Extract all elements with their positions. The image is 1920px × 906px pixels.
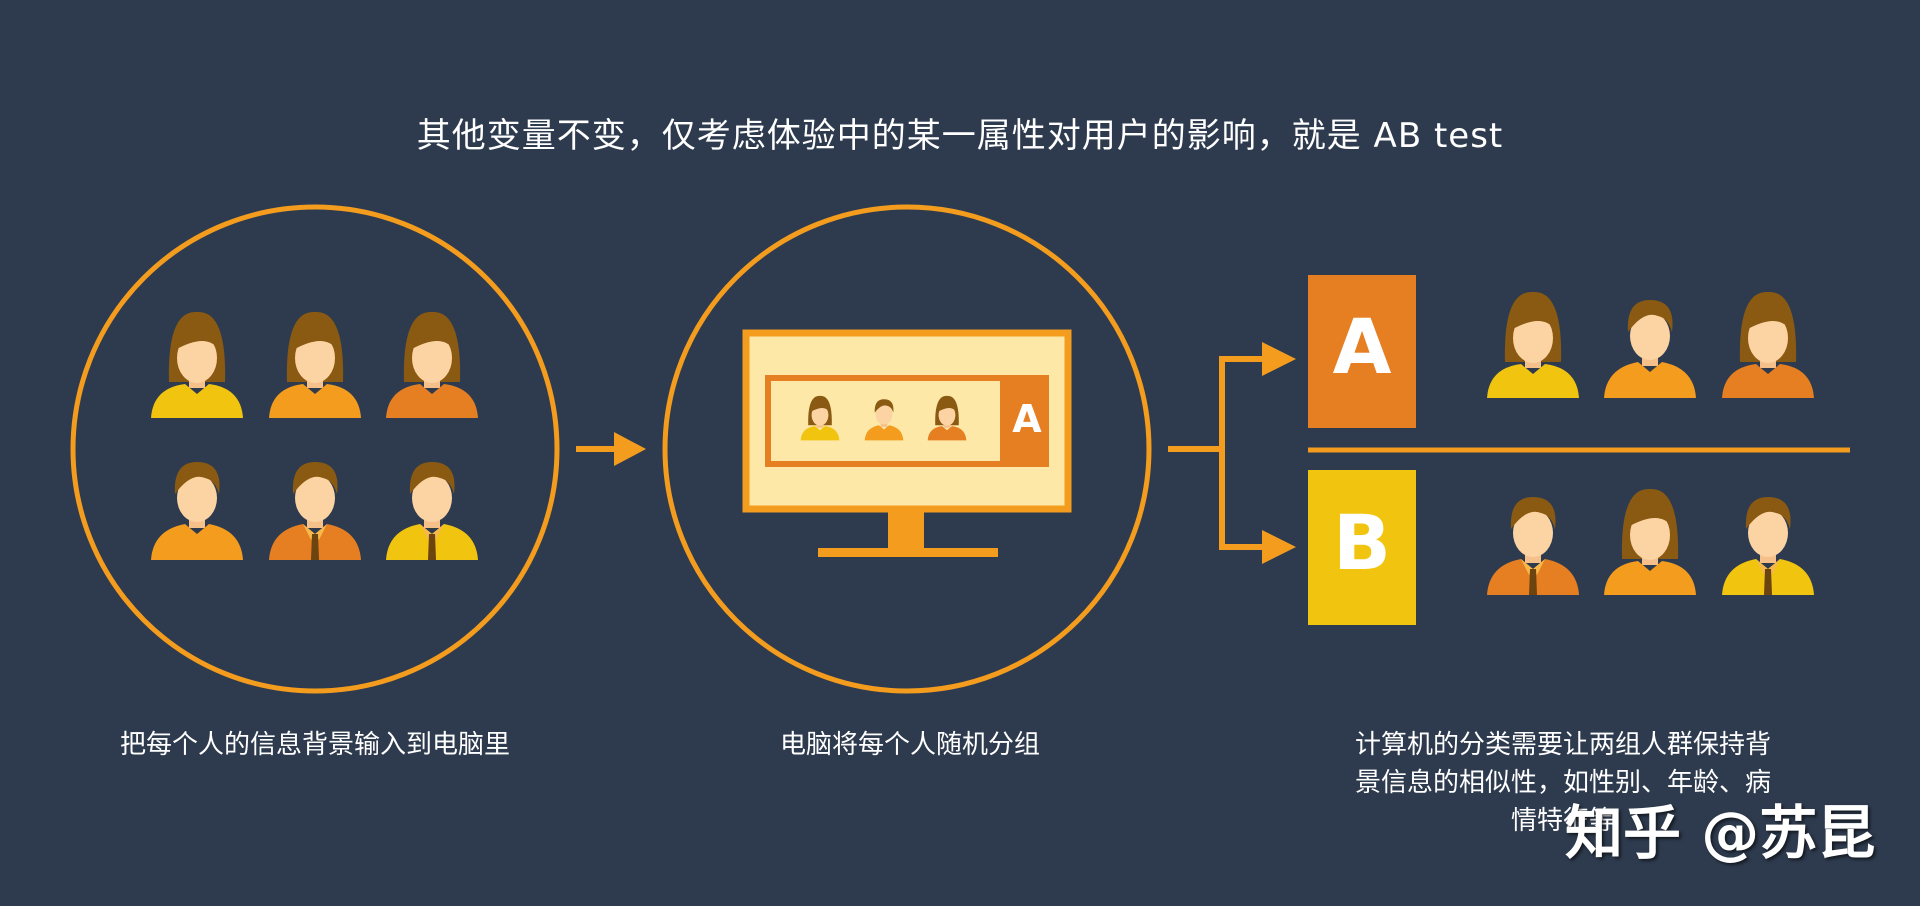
female-user-icon [269,311,361,418]
male-user-icon [1487,497,1579,595]
step-3-caption-line: 计算机的分类需要让两组人群保持背 [1354,730,1771,760]
male-user-icon [1604,300,1696,398]
monitor-icon [742,329,1072,557]
step-1-caption: 把每个人的信息背景输入到电脑里 [119,730,510,760]
female-user-icon [1722,291,1814,398]
screen-badge: A [1012,397,1042,441]
female-user-icon [151,311,243,418]
people-circle [70,204,560,694]
female-user-icon [1487,291,1579,398]
female-user-icon [1604,488,1696,595]
watermark: 知乎 @苏昆 [1565,799,1876,867]
step-3-caption-line: 景信息的相似性，如性别、年龄、病 [1354,768,1771,798]
male-user-icon [386,462,478,560]
female-user-icon [386,311,478,418]
branch-arrow-icon [1168,342,1296,564]
male-user-icon [1722,497,1814,595]
step-3-caption: 计算机的分类需要让两组人群保持背 景信息的相似性，如性别、年龄、病 情特征等 [1333,726,1793,840]
male-user-icon [151,462,243,560]
male-user-icon [269,462,361,560]
computer-circle [662,204,1152,694]
group-a-label: A [1333,302,1392,391]
step-2-caption: 电脑将每个人随机分组 [779,730,1040,760]
arrow-right-icon [576,432,646,466]
group-a-box [1308,275,1416,428]
diagram-title: 其他变量不变，仅考虑体验中的某一属性对用户的影响，就是 AB test [416,116,1504,156]
group-b-label: B [1333,498,1391,587]
group-b-box [1308,470,1416,625]
step-3-caption-line: 情特征等 [1510,806,1615,836]
